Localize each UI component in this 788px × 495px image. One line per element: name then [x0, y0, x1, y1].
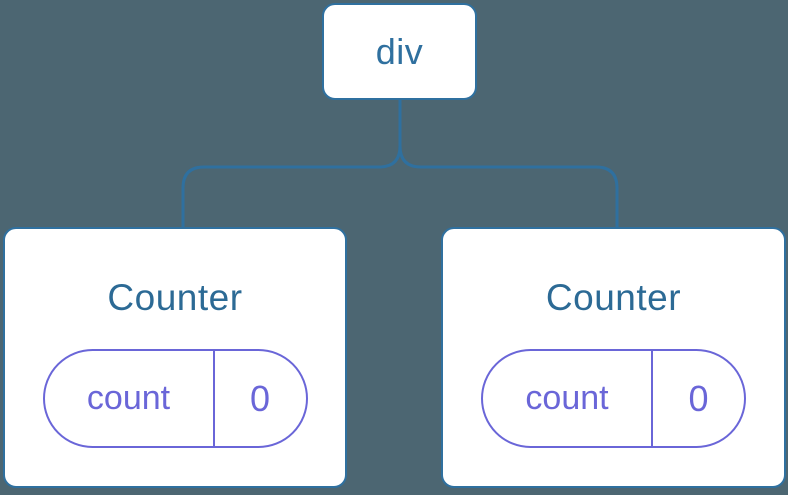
state-pill: count 0	[481, 349, 746, 448]
root-node-label: div	[375, 30, 424, 72]
state-value: 0	[688, 377, 709, 419]
component-title: Counter	[545, 277, 682, 318]
counter-card-left: Counter count 0	[3, 227, 347, 488]
state-pill: count 0	[42, 349, 308, 448]
counter-card-right: Counter count 0	[441, 227, 786, 488]
tree-edge-left	[181, 100, 402, 228]
state-pill-divider	[651, 351, 653, 446]
component-title: Counter	[107, 277, 243, 318]
root-node-div: div	[322, 3, 477, 100]
state-key: count	[525, 379, 609, 417]
state-value: 0	[249, 377, 271, 419]
tree-edge-right	[398, 100, 619, 228]
state-pill-divider	[212, 351, 215, 446]
state-key: count	[86, 379, 171, 417]
